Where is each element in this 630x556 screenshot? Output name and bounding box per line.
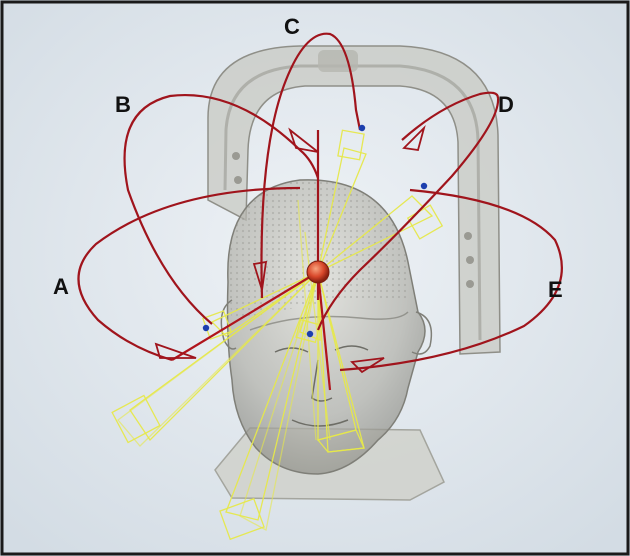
target-point <box>359 125 365 131</box>
target-point <box>307 331 313 337</box>
target-point <box>203 325 209 331</box>
label-d: D <box>498 92 514 117</box>
label-e: E <box>548 277 563 302</box>
sphere-icon <box>307 261 329 283</box>
label-c: C <box>284 14 300 39</box>
label-b: B <box>115 92 131 117</box>
label-a: A <box>53 274 69 299</box>
target-point <box>421 183 427 189</box>
